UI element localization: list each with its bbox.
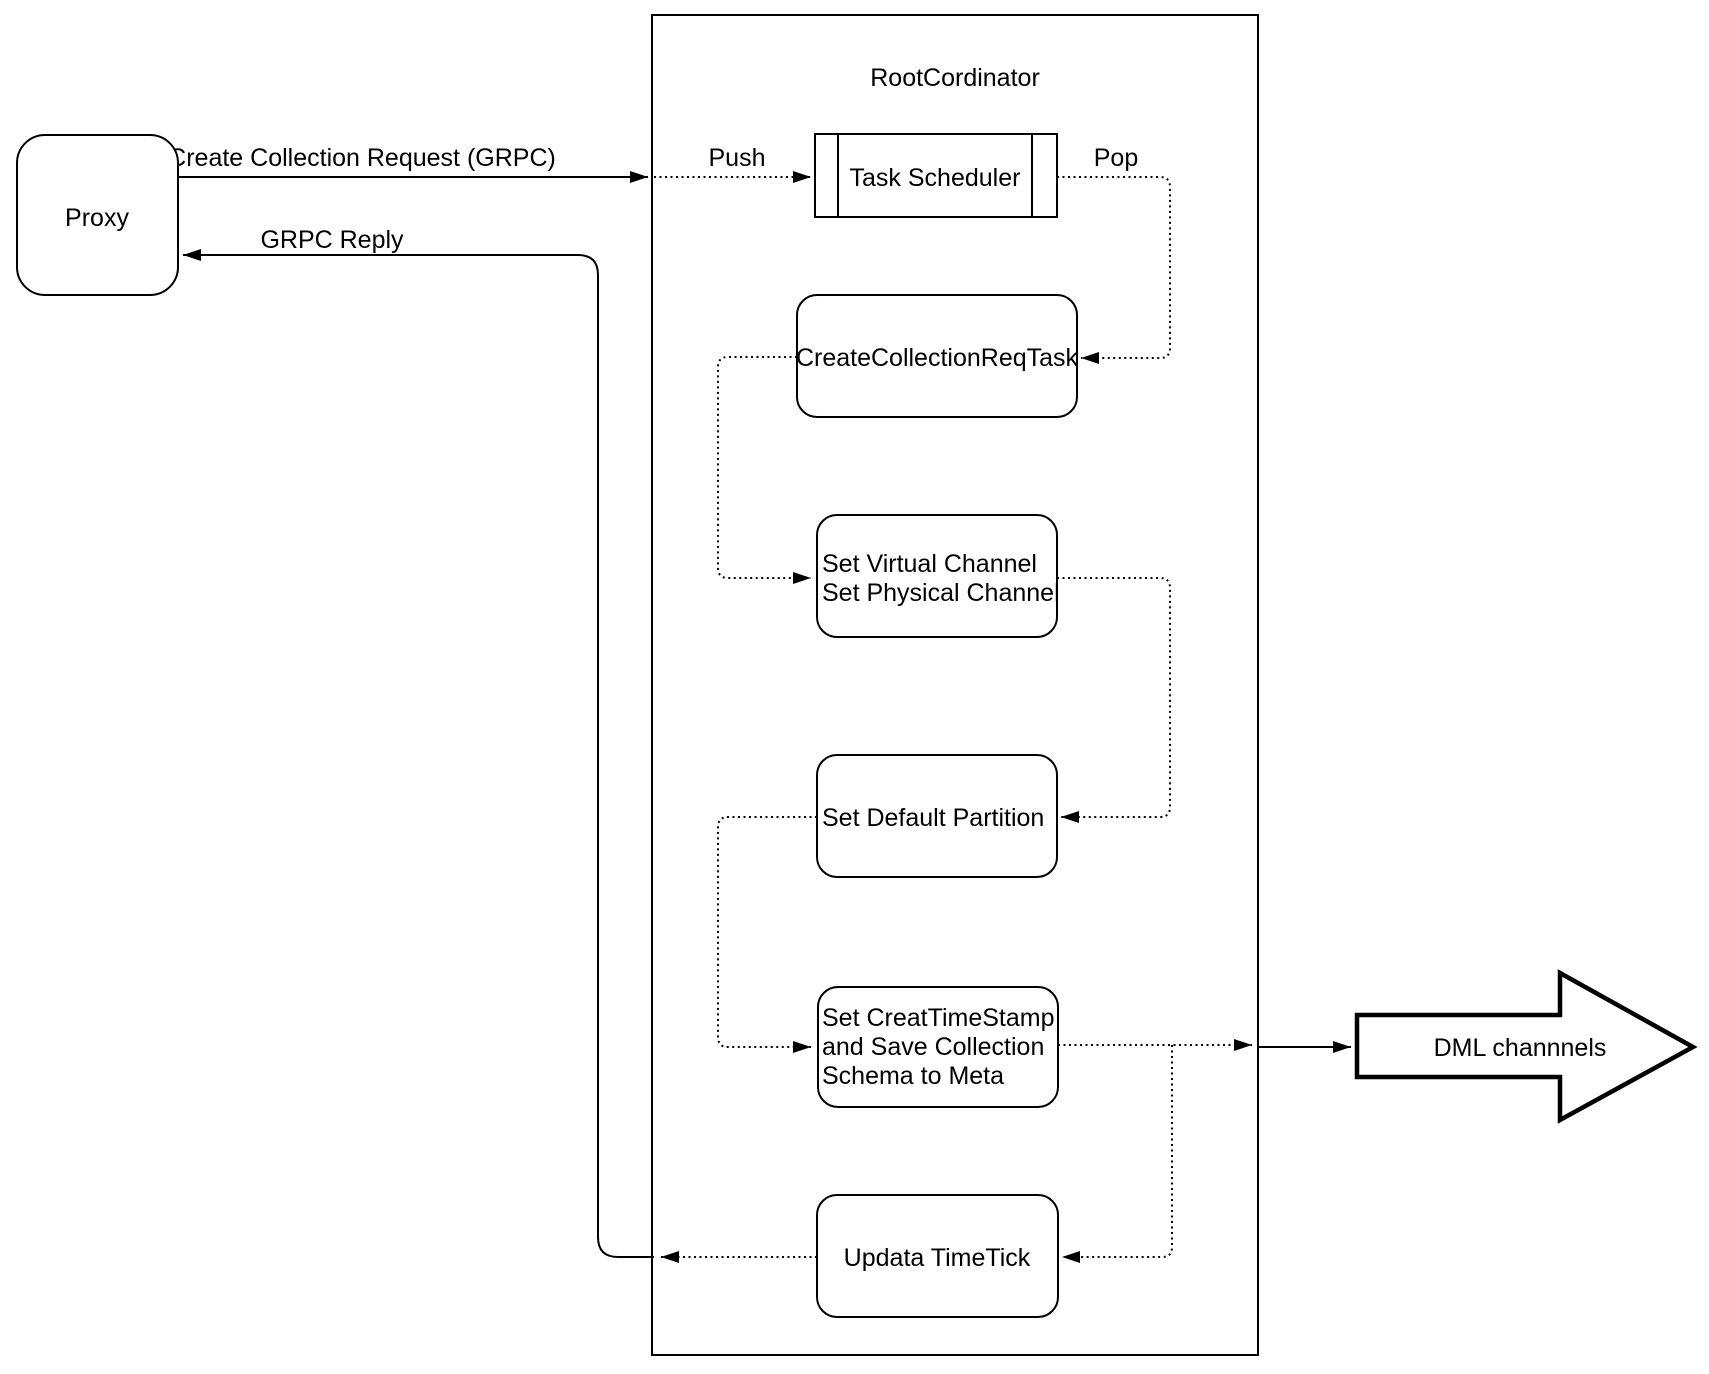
edge-timestamp-to-timetick [1062, 1045, 1173, 1263]
edge-label-grpc-reply: GRPC Reply [260, 226, 404, 254]
set-channels-line2: Set Physical Channel [822, 579, 1060, 607]
task-scheduler-label: Task Scheduler [850, 164, 1021, 192]
create-collection-req-task-node [796, 294, 1078, 418]
proxy-node [16, 134, 179, 296]
rootcordinator-container [651, 14, 1259, 1356]
set-timestamp-line1: Set CreatTimeStamp [822, 1004, 1054, 1032]
edge-label-push: Push [709, 144, 766, 172]
dml-channels-label: DML channnels [1434, 1034, 1607, 1062]
set-timestamp-save-schema-node [817, 986, 1059, 1108]
edge-pop [1057, 176, 1171, 364]
set-default-partition-node [816, 754, 1058, 878]
proxy-label: Proxy [65, 204, 129, 232]
edge-defaultpartition-to-timestamp [717, 816, 817, 1053]
rootcordinator-title: RootCordinator [870, 64, 1040, 92]
dml-channels-arrow [1354, 969, 1698, 1124]
set-channels-line1: Set Virtual Channel [822, 550, 1037, 578]
update-timetick-label: Updata TimeTick [844, 1244, 1031, 1272]
set-timestamp-line2: and Save Collection [822, 1033, 1044, 1061]
edge-reqtask-to-setchannels [717, 356, 811, 584]
edge-label-pop: Pop [1094, 144, 1138, 172]
set-default-partition-label: Set Default Partition [822, 804, 1044, 832]
create-collection-req-task-label: CreateCollectionReqTask [796, 344, 1079, 372]
edge-grpc-reply [183, 249, 654, 1258]
edge-label-create-collection-request: Create Collection Request (GRPC) [168, 144, 556, 172]
update-timetick-node [816, 1194, 1059, 1318]
task-scheduler-node [814, 133, 1058, 218]
set-channels-node [816, 514, 1058, 638]
set-timestamp-line3: Schema to Meta [822, 1062, 1004, 1090]
